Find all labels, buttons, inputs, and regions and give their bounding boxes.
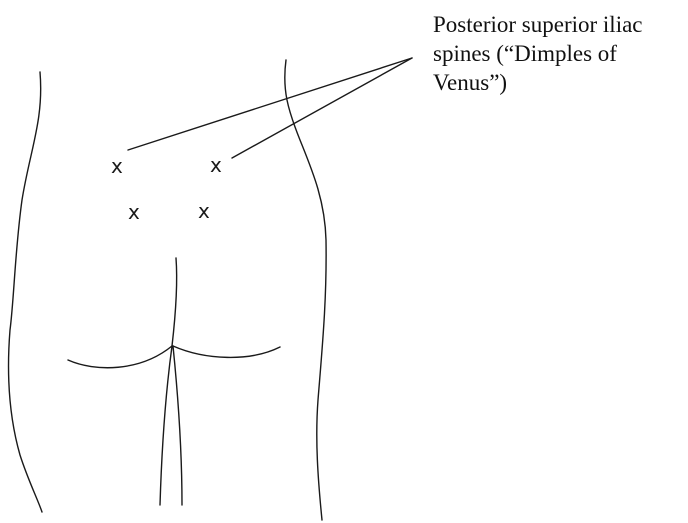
psis-right-marker: x <box>210 153 222 177</box>
annotation-line-1: Posterior superior iliac <box>433 10 683 39</box>
inner-leg-line-left <box>160 346 172 505</box>
annotation-line-2: spines (“Dimples of <box>433 39 683 68</box>
right-body-outline <box>285 60 326 520</box>
psis-annotation-label: Posterior superior iliac spines (“Dimple… <box>433 10 683 97</box>
lower-left-marker: x <box>128 200 140 224</box>
gluteal-cleft <box>172 258 177 346</box>
psis-left-marker: x <box>111 154 123 178</box>
right-buttock-curve <box>173 346 280 357</box>
inner-leg-line-right <box>173 346 182 505</box>
left-buttock-curve <box>68 346 172 368</box>
annotation-line-3: Venus”) <box>433 68 683 97</box>
left-body-outline <box>8 72 42 512</box>
lower-right-marker: x <box>198 199 210 223</box>
